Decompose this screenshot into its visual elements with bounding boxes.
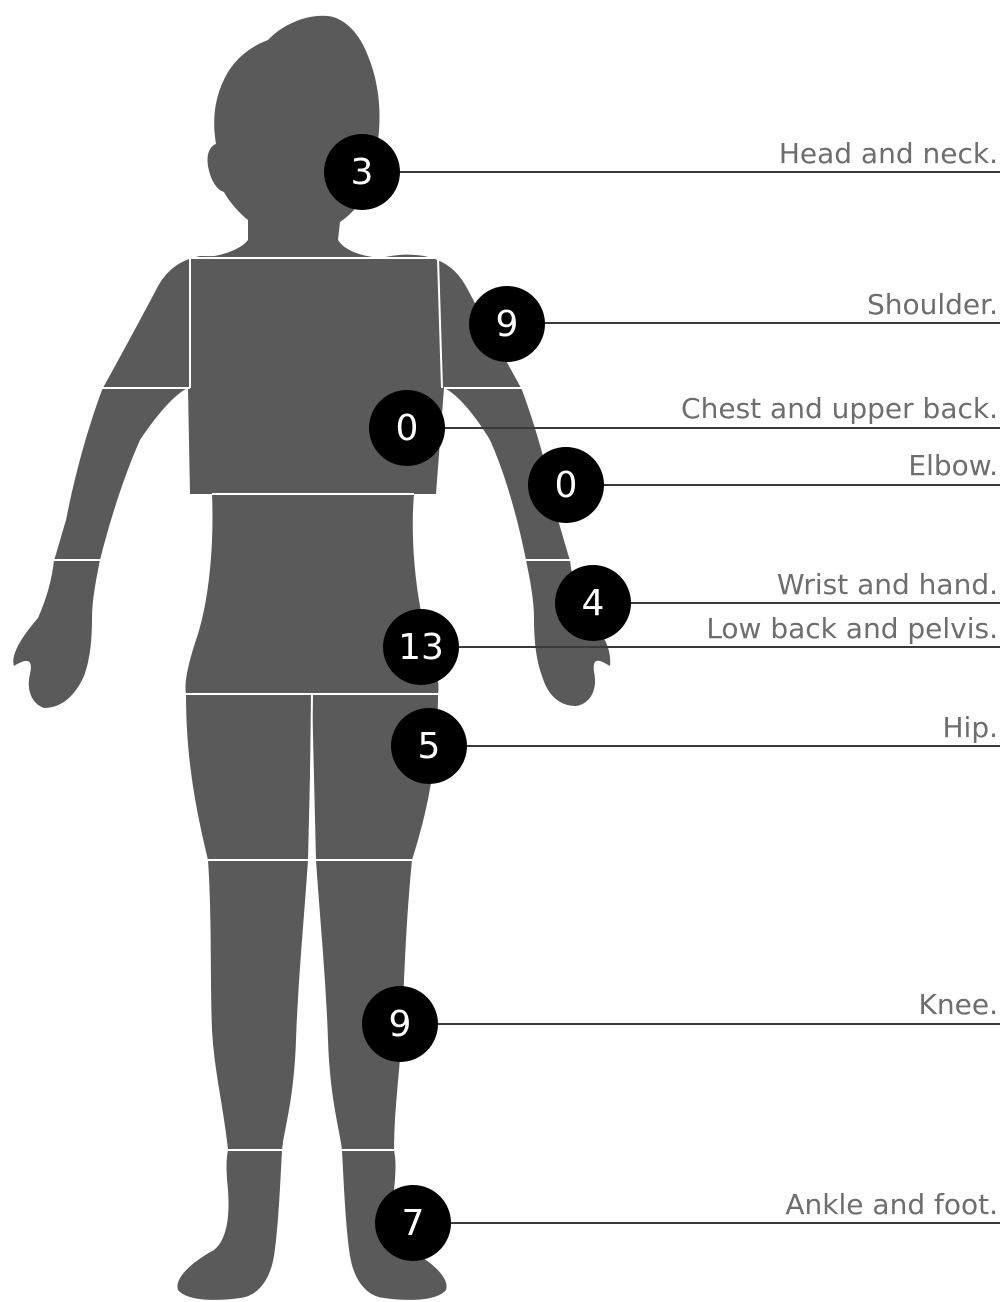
leader-line-wrist-and-hand bbox=[627, 602, 1000, 604]
count-badge-hip: 5 bbox=[391, 708, 467, 784]
region-label-chest-and-upper-back: Chest and upper back. bbox=[681, 395, 998, 423]
left-hand-shape bbox=[13, 560, 100, 708]
leader-line-hip bbox=[463, 745, 1000, 747]
count-badge-ankle-and-foot: 7 bbox=[375, 1185, 451, 1261]
leader-line-shoulder bbox=[541, 322, 1000, 324]
region-label-hip: Hip. bbox=[942, 714, 998, 742]
region-label-shoulder: Shoulder. bbox=[867, 291, 998, 319]
count-badge-chest-and-upper-back: 0 bbox=[369, 390, 445, 466]
leader-line-elbow bbox=[600, 484, 1000, 486]
count-badge-low-back-and-pelvis: 13 bbox=[383, 609, 459, 685]
count-badge-knee: 9 bbox=[362, 986, 438, 1062]
leader-line-low-back-and-pelvis bbox=[455, 646, 1000, 648]
region-label-ankle-and-foot: Ankle and foot. bbox=[785, 1191, 998, 1219]
leader-line-knee bbox=[434, 1023, 1000, 1025]
count-badge-wrist-and-hand: 4 bbox=[555, 565, 631, 641]
region-label-head-and-neck: Head and neck. bbox=[779, 140, 998, 168]
count-badge-shoulder: 9 bbox=[469, 286, 545, 362]
region-label-knee: Knee. bbox=[919, 991, 998, 1019]
region-label-elbow: Elbow. bbox=[908, 452, 998, 480]
region-label-wrist-and-hand: Wrist and hand. bbox=[777, 571, 998, 599]
region-label-low-back-and-pelvis: Low back and pelvis. bbox=[706, 615, 998, 643]
leader-line-head-and-neck bbox=[396, 171, 1000, 173]
body-silhouette-shape bbox=[13, 16, 610, 1300]
count-badge-head-and-neck: 3 bbox=[324, 134, 400, 210]
left-leg-shape bbox=[177, 694, 312, 1300]
count-badge-elbow: 0 bbox=[528, 447, 604, 523]
leader-line-ankle-and-foot bbox=[447, 1222, 1000, 1224]
leader-line-chest-and-upper-back bbox=[441, 427, 1000, 429]
